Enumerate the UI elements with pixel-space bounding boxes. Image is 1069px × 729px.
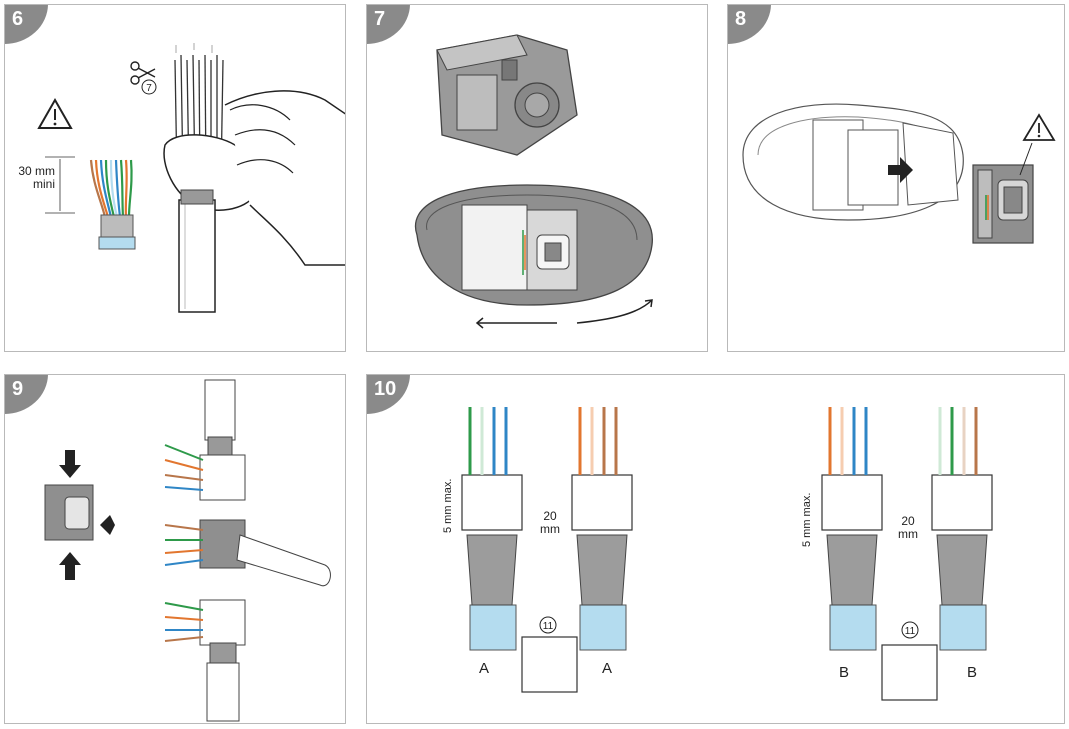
keystone-cap [521, 636, 578, 693]
arrow-icon [475, 299, 653, 329]
module-orientation-illustration [742, 103, 1056, 244]
step-badge: 6 [5, 5, 48, 44]
scheme-a-right-jacket [576, 534, 628, 606]
scheme-b-right-connector [931, 474, 993, 531]
step-badge: 7 [367, 5, 410, 44]
dim-20-unit-a: mm [540, 522, 560, 536]
scheme-b-right-cable [939, 604, 987, 651]
step-badge: 8 [728, 5, 771, 44]
measure-value: 30 mm [18, 164, 55, 178]
step-7-panel: 7 [366, 4, 708, 352]
arrow-icon [888, 157, 913, 183]
step-6-panel: 6 [4, 4, 346, 352]
scheme-b-right-jacket [936, 534, 988, 606]
step-10-panel: 10 5 mm max. 5 mm max. 20 mm 20 mm 11 11… [366, 374, 1065, 724]
keystone-cap [881, 644, 938, 701]
measure-qualifier: mini [32, 177, 55, 191]
scheme-b-label-right: B [967, 664, 977, 681]
scheme-b-left-connector [821, 474, 883, 531]
scheme-a-label-right: A [602, 660, 612, 677]
step-badge: 10 [367, 375, 410, 414]
step-number: 10 [374, 378, 397, 400]
scheme-b-label-left: B [839, 664, 849, 681]
crimp-illustration [44, 379, 331, 722]
scissors-icon [130, 61, 156, 85]
warning-icon [1019, 113, 1056, 176]
scheme-a-left-jacket [466, 534, 518, 606]
scheme-b-left-cable [829, 604, 877, 651]
scheme-a-left-connector [461, 474, 523, 531]
warning-icon [37, 97, 73, 129]
scheme-b-left-jacket [826, 534, 878, 606]
dim-5mm-label-a: 5 mm max. [442, 479, 454, 533]
step-badge: 9 [5, 375, 48, 414]
module-insert-illustration [414, 34, 653, 329]
scheme-a-left-cable [469, 604, 517, 651]
arrow-icon [59, 450, 115, 580]
dim-20-value-a: 20 [543, 509, 557, 523]
scheme-a-right-connector [571, 474, 633, 531]
circled-step-b: 11 [905, 626, 916, 637]
scheme-a-right-cable [579, 604, 627, 651]
dim-5mm-label-b: 5 mm max. [801, 493, 813, 547]
step-9-panel: 9 [4, 374, 346, 724]
measure-label: 30 mm mini [17, 165, 55, 191]
step-number: 7 [374, 8, 386, 30]
circled-step-a: 11 [543, 621, 554, 632]
step-number: 9 [12, 378, 24, 400]
scheme-a-label-left: A [479, 660, 489, 677]
dim-20-unit-b: mm [898, 527, 918, 541]
step-8-panel: 8 [727, 4, 1065, 352]
step-number: 8 [735, 8, 747, 30]
wiring-diagram: 5 mm max. 5 mm max. 20 mm 20 mm 11 11 A … [442, 407, 993, 701]
cable-strip-illustration: 7 [37, 43, 345, 313]
step-number: 6 [12, 8, 24, 30]
circled-step-label: 7 [146, 83, 152, 94]
dim-20-value-b: 20 [901, 514, 915, 528]
